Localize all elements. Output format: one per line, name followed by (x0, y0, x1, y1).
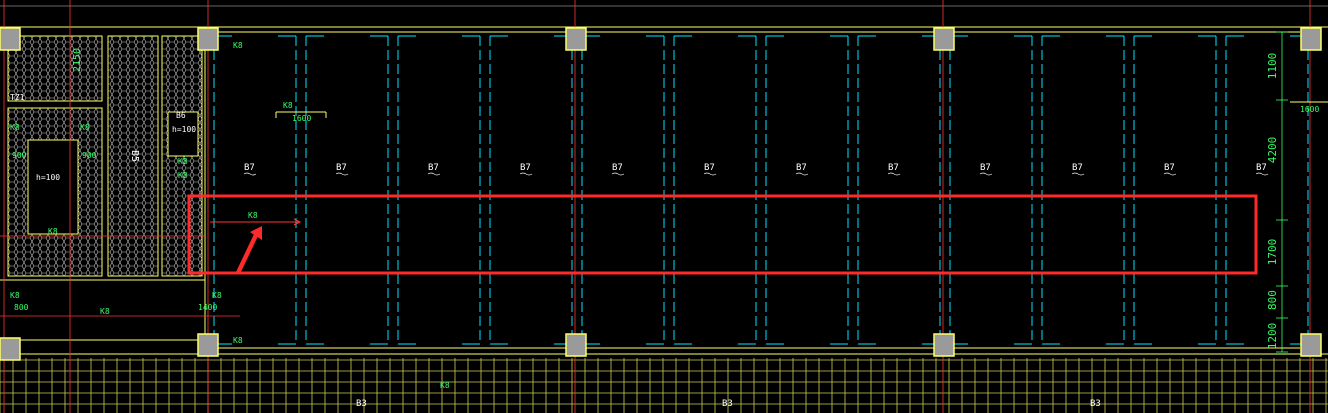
label-1600-top: 1600 (292, 114, 311, 123)
column (933, 27, 955, 51)
label-k8-left-2: K8 (80, 123, 90, 132)
label-b7: B7 (1256, 163, 1267, 173)
label-b3-1: B3 (356, 399, 367, 409)
label-k8-left-8: K8 (212, 291, 222, 300)
label-1400-left: 1400 (198, 303, 217, 312)
left-labels: TZ1 K8 900 K8 900 h=100 K8 B6 h=100 K8 K… (10, 41, 243, 345)
label-k8-bottom: K8 (440, 381, 450, 390)
label-2150: 2150 (72, 48, 83, 72)
label-k8-left-1: K8 (10, 123, 20, 132)
label-b7-tilde (611, 172, 625, 176)
label-b7-tilde (1163, 172, 1177, 176)
label-b7: B7 (520, 163, 531, 173)
rebar-annotation-top: K8 1600 (275, 101, 327, 123)
label-b7-tilde (335, 172, 349, 176)
label-b3-3: B3 (1090, 399, 1101, 409)
label-k8-left-7: K8 (100, 307, 110, 316)
column (197, 333, 219, 357)
label-800-left: 800 (14, 303, 29, 312)
label-b7-tilde (1071, 172, 1085, 176)
label-b7: B7 (1164, 163, 1175, 173)
dim-800: 800 (1266, 290, 1279, 310)
column (565, 27, 587, 51)
label-b7: B7 (1072, 163, 1083, 173)
pointer-arrow (236, 226, 262, 274)
label-b7: B7 (612, 163, 623, 173)
left-lower-area (0, 30, 206, 350)
slab-panel-grid (213, 35, 1309, 345)
bottom-beam (0, 347, 1328, 355)
column (1300, 27, 1322, 51)
columns (0, 27, 1322, 361)
label-h100-left: h=100 (36, 173, 60, 182)
label-b6: B6 (176, 111, 186, 120)
label-k8-top: K8 (283, 101, 293, 110)
top-beam (0, 5, 1328, 33)
label-1600-right: 1600 (1300, 105, 1319, 114)
highlight-box (187, 194, 1258, 275)
label-k8-left-4: K8 (178, 157, 188, 166)
bottom-slab-grid (0, 358, 1328, 413)
label-900-left-1: 900 (12, 151, 27, 160)
column (933, 333, 955, 357)
label-b3-2: B3 (722, 399, 733, 409)
column (197, 27, 219, 51)
label-k8-left-9: K8 (233, 336, 243, 345)
right-annotation: 1600 (1290, 101, 1328, 114)
b7-labels: B7 B7 B7 B7 B7 B7 B7 B7 B7 B7 B7 B7 (243, 163, 1269, 176)
dim-1200: 1200 (1266, 323, 1279, 350)
label-b7: B7 (796, 163, 807, 173)
label-b7: B7 (888, 163, 899, 173)
label-b7: B7 (336, 163, 347, 173)
left-hatch-panels (7, 35, 203, 277)
label-b7-tilde (795, 172, 809, 176)
label-b7: B7 (428, 163, 439, 173)
dim-4200: 4200 (1266, 137, 1279, 164)
rebar-annotation-highlight: K8 (210, 211, 302, 226)
label-b7-tilde (887, 172, 901, 176)
label-tz1: TZ1 (10, 93, 25, 102)
dim-1700: 1700 (1266, 239, 1279, 266)
label-k8-top-left: K8 (233, 41, 243, 50)
label-k8-left-3: K8 (48, 227, 58, 236)
label-b7-tilde (1255, 172, 1269, 176)
column (0, 27, 21, 51)
label-b7-tilde (979, 172, 993, 176)
label-k8-left-6: K8 (10, 291, 20, 300)
right-dimension-texts: 1100 4200 1700 800 1200 (1266, 53, 1279, 350)
label-k8-left-5: K8 (178, 171, 188, 180)
column (1300, 333, 1322, 357)
column (0, 337, 21, 361)
dim-1100: 1100 (1266, 53, 1279, 80)
label-b5: B5 (129, 150, 140, 162)
label-b7-tilde (427, 172, 441, 176)
label-h100-b6: h=100 (172, 125, 196, 134)
label-b7: B7 (244, 163, 255, 173)
label-b7: B7 (980, 163, 991, 173)
bottom-labels: B3 B3 B3 K8 (356, 381, 1101, 409)
label-b7: B7 (704, 163, 715, 173)
column (565, 333, 587, 357)
label-k8-highlight: K8 (248, 211, 258, 220)
label-900-left-2: 900 (82, 151, 97, 160)
label-b7-tilde (243, 172, 257, 176)
right-dimension-chain (1276, 31, 1288, 353)
label-b7-tilde (519, 172, 533, 176)
label-b7-tilde (703, 172, 717, 176)
